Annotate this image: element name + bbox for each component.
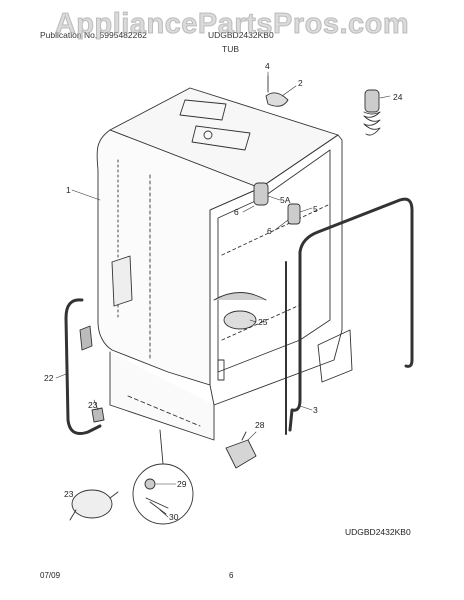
part-28-valve xyxy=(225,439,257,469)
detail-part-29 xyxy=(144,478,156,490)
tub-top-vent xyxy=(191,125,251,151)
part-23-fitting xyxy=(79,325,93,351)
callout-25: 25 xyxy=(258,317,268,327)
tub-door-opening-inner xyxy=(221,204,329,341)
part-23-detail xyxy=(71,489,113,519)
part-2-clip xyxy=(265,92,289,107)
callout-5: 5 xyxy=(313,204,318,214)
callout-2: 2 xyxy=(298,78,303,88)
tub-side-bracket xyxy=(111,255,133,307)
model-label: UDGBD2432KB0 xyxy=(208,30,274,40)
callout-6b: 6 xyxy=(267,226,272,236)
footer-date: 07/09 xyxy=(40,571,61,580)
callout-4: 4 xyxy=(265,61,270,71)
page-number: 6 xyxy=(229,571,234,580)
callout-22: 22 xyxy=(44,373,54,383)
callout-3: 3 xyxy=(313,405,318,415)
part-3-gasket xyxy=(288,197,414,432)
detail-part-30 xyxy=(145,497,169,515)
callout-23b: 23 xyxy=(64,489,74,499)
callout-28: 28 xyxy=(255,420,265,430)
part-23-detail-clamp xyxy=(69,491,119,521)
part-24-hose xyxy=(364,89,380,113)
callout-30: 30 xyxy=(169,512,179,522)
leader-5a xyxy=(267,195,281,201)
leader-23a xyxy=(93,399,99,411)
part-24-coil xyxy=(363,111,381,136)
callout-24: 24 xyxy=(393,92,403,102)
tub-top-hole xyxy=(203,130,213,140)
callout-1: 1 xyxy=(66,185,71,195)
callout-29: 29 xyxy=(177,479,187,489)
sump-25 xyxy=(223,310,257,330)
leader-1 xyxy=(71,189,101,201)
hinge-bracket-5 xyxy=(287,203,301,225)
leader-2 xyxy=(281,85,297,97)
front-rail xyxy=(109,351,215,441)
detail-leader xyxy=(159,429,164,465)
leader-6b xyxy=(274,219,289,231)
section-title: TUB xyxy=(222,44,239,54)
part-23-fitting-lower xyxy=(91,407,105,423)
sump-dish xyxy=(213,292,267,301)
leader-30 xyxy=(159,509,169,518)
publication-label: Publication No. 5995482262 xyxy=(40,30,147,40)
leader-5 xyxy=(299,207,313,213)
hinge-bracket-5a xyxy=(253,182,269,206)
tub-top-recess xyxy=(179,99,227,121)
leader-3 xyxy=(299,405,313,411)
diagram-code: UDGBD2432KB0 xyxy=(345,527,411,537)
right-bracket xyxy=(317,329,353,383)
leader-24 xyxy=(379,95,391,99)
detail-circle xyxy=(132,463,194,525)
tub-front-frame xyxy=(209,134,343,406)
callout-5a: 5A xyxy=(280,195,291,205)
part-28-wires xyxy=(241,431,247,441)
front-rail-slots xyxy=(127,395,201,427)
drain-post xyxy=(217,359,225,381)
callout-6a: 6 xyxy=(234,207,239,217)
leader-28 xyxy=(247,431,257,441)
leader-6a xyxy=(242,205,255,213)
callout-23a: 23 xyxy=(88,400,98,410)
leader-25 xyxy=(249,319,257,323)
leader-22 xyxy=(55,373,67,379)
tub-side-wall xyxy=(96,129,261,386)
part-22-hose xyxy=(64,298,102,435)
